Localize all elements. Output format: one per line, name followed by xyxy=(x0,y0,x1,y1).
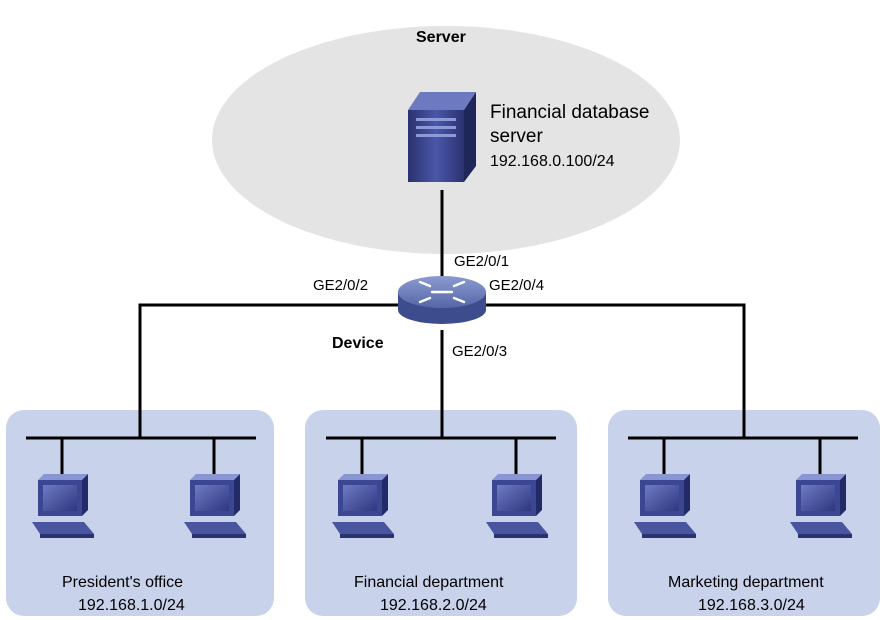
pc-icon xyxy=(486,474,548,538)
group-name: President's office xyxy=(62,574,183,591)
group-subnet: 192.168.2.0/24 xyxy=(380,597,487,614)
pc-icon xyxy=(332,474,394,538)
server-name-line2: server xyxy=(490,126,543,147)
links xyxy=(26,190,858,478)
server-ip: 192.168.0.100/24 xyxy=(490,153,615,170)
server-name-line1: Financial database xyxy=(490,102,650,123)
port-label-left: GE2/0/2 xyxy=(313,277,368,294)
pc-icon xyxy=(790,474,852,538)
group-box-marketing xyxy=(608,410,880,616)
pc-icon xyxy=(32,474,94,538)
device-label: Device xyxy=(332,335,384,352)
group-subnet: 192.168.3.0/24 xyxy=(698,597,805,614)
pc-icon xyxy=(184,474,246,538)
port-label-bottom: GE2/0/3 xyxy=(452,343,507,360)
port-label-top: GE2/0/1 xyxy=(454,253,509,270)
pc-icon xyxy=(634,474,696,538)
group-name: Financial department xyxy=(354,574,504,591)
server-icon xyxy=(408,92,476,182)
group-box-president xyxy=(6,410,274,616)
port-label-right: GE2/0/4 xyxy=(489,277,544,294)
group-box-financial xyxy=(305,410,577,616)
device-icon xyxy=(398,276,486,324)
server-zone-label: Server xyxy=(416,29,466,46)
group-subnet: 192.168.1.0/24 xyxy=(78,597,185,614)
group-name: Marketing department xyxy=(668,574,824,591)
